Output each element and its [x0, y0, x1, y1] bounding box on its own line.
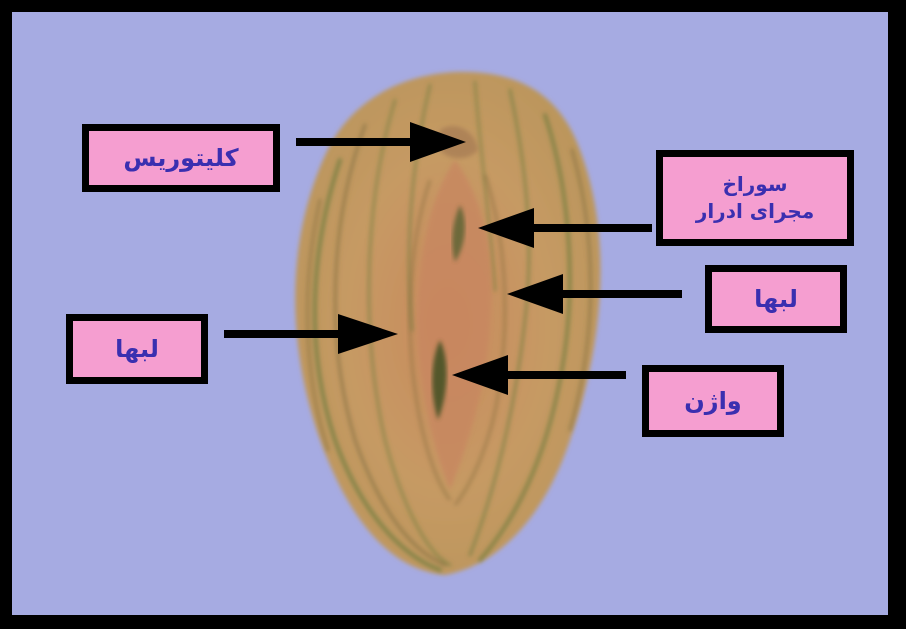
label-vagina-text: واژن [684, 386, 742, 415]
label-labia-right-text: لبها [754, 284, 798, 313]
arrow-vagina-head [452, 355, 508, 395]
vaginal-opening [432, 340, 447, 420]
inner-fold-left [408, 179, 452, 501]
label-urethral-opening: سوراخ مجرای ادرار [656, 150, 854, 246]
outer-fold-lines [306, 80, 593, 572]
arrow-urethra-head [478, 208, 534, 248]
label-vagina: واژن [642, 365, 784, 437]
arrow-lips-left-head [338, 314, 398, 354]
label-clitoris: کلیتوریس [82, 124, 280, 192]
label-urethra-line1: سوراخ [722, 172, 788, 196]
label-clitoris-text: کلیتوریس [123, 143, 239, 172]
arrows [224, 122, 682, 395]
label-urethra-line2: مجرای ادرار [695, 199, 815, 223]
label-labia-right: لبها [705, 265, 847, 333]
arrow-clitoris-head [410, 122, 466, 162]
urethral-opening [452, 205, 465, 262]
label-labia-left: لبها [66, 314, 208, 384]
label-labia-left-text: لبها [115, 334, 159, 363]
arrow-lips-right-head [507, 274, 563, 314]
